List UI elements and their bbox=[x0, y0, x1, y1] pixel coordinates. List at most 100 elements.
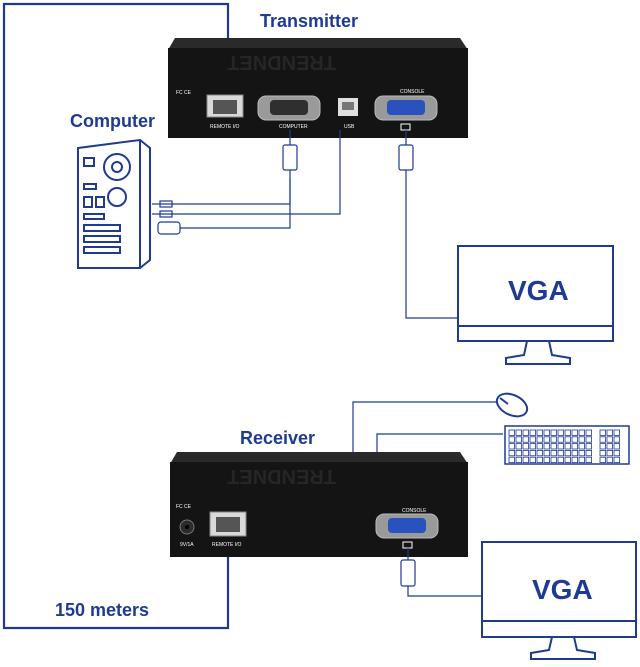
transmitter-usb-label: USB bbox=[344, 124, 355, 130]
keyboard-key bbox=[515, 456, 522, 464]
keyboard-key bbox=[557, 429, 564, 436]
keyboard-key bbox=[599, 443, 606, 450]
keyboard-key bbox=[578, 456, 585, 464]
keyboard-key bbox=[508, 429, 515, 436]
keyboard-key bbox=[543, 443, 550, 450]
keyboard-key bbox=[564, 443, 571, 450]
keyboard-key bbox=[613, 436, 620, 443]
keyboard-key bbox=[550, 443, 557, 450]
keyboard-key bbox=[515, 449, 522, 457]
keyboard-key bbox=[557, 443, 564, 450]
keyboard-key bbox=[578, 436, 585, 443]
brand-emboss-bottom: TRENDNET bbox=[227, 465, 336, 487]
keyboard-key bbox=[571, 429, 578, 436]
keyboard-key bbox=[536, 436, 543, 443]
keyboard-key bbox=[522, 449, 529, 457]
keyboard-key bbox=[571, 449, 578, 457]
cat-cable-150m bbox=[2, 2, 230, 630]
receiver-remote-io-label: REMOTE I/O bbox=[212, 542, 242, 548]
keyboard-key bbox=[571, 436, 578, 443]
keyboard-key bbox=[508, 456, 515, 464]
brand-emboss-top: TRENDNET bbox=[227, 51, 336, 73]
keyboard-key bbox=[543, 449, 550, 457]
keyboard-key bbox=[599, 449, 606, 457]
keyboard-key bbox=[543, 456, 550, 464]
keyboard-key bbox=[585, 429, 592, 436]
keyboard-key bbox=[585, 436, 592, 443]
keyboard-key bbox=[550, 449, 557, 457]
keyboard-key bbox=[536, 443, 543, 450]
receiver-fcce: FC CE bbox=[176, 504, 192, 510]
distance-label: 150 meters bbox=[55, 600, 149, 620]
keyboard-key bbox=[536, 456, 543, 464]
keyboard-key bbox=[557, 456, 564, 464]
receiver-console-label: CONSOLE bbox=[402, 508, 427, 514]
keyboard-key bbox=[578, 449, 585, 457]
keyboard-icon bbox=[504, 425, 630, 465]
computer-cables bbox=[160, 130, 341, 229]
keyboard-key bbox=[564, 449, 571, 457]
keyboard-key bbox=[599, 456, 606, 464]
receiver-label: Receiver bbox=[240, 428, 315, 448]
keyboard-key bbox=[571, 456, 578, 464]
keyboard-key bbox=[522, 429, 529, 436]
keyboard-key bbox=[508, 449, 515, 457]
keyboard-key bbox=[564, 456, 571, 464]
keyboard-key bbox=[613, 429, 620, 436]
keyboard-key bbox=[564, 429, 571, 436]
transmitter-computer-label: COMPUTER bbox=[279, 124, 308, 130]
vga-plug-transmitter bbox=[282, 130, 298, 178]
keyboard-key bbox=[599, 429, 606, 436]
keyboard-key bbox=[508, 443, 515, 450]
keyboard-key bbox=[578, 429, 585, 436]
keyboard-key bbox=[529, 456, 536, 464]
vga-plug-computer-side bbox=[157, 221, 181, 235]
receiver-power-label: 9V/1A bbox=[180, 542, 194, 548]
keyboard-key bbox=[536, 429, 543, 436]
keyboard-key bbox=[550, 456, 557, 464]
computer-tower-icon bbox=[77, 138, 151, 269]
transmitter-unit: TRENDNET FC CE REMOTE I/O COMPUTER USB C… bbox=[168, 38, 468, 138]
keyboard-key bbox=[606, 429, 613, 436]
keyboard-key bbox=[606, 456, 613, 464]
keyboard-key bbox=[606, 449, 613, 457]
keyboard-key bbox=[529, 436, 536, 443]
keyboard-key bbox=[522, 443, 529, 450]
transmitter-remote-io-label: REMOTE I/O bbox=[210, 124, 240, 130]
keyboard-key bbox=[613, 443, 620, 450]
keyboard-key bbox=[515, 443, 522, 450]
transmitter-console-label: CONSOLE bbox=[400, 89, 425, 95]
vga-monitor-bottom bbox=[481, 541, 637, 660]
keyboard-key bbox=[522, 436, 529, 443]
keyboard-key bbox=[522, 456, 529, 464]
keyboard-key bbox=[508, 436, 515, 443]
keyboard-key bbox=[585, 456, 592, 464]
keyboard-key bbox=[613, 449, 620, 457]
keyboard-key bbox=[529, 449, 536, 457]
transmitter-label: Transmitter bbox=[260, 11, 358, 31]
keyboard-key bbox=[557, 449, 564, 457]
keyboard-key bbox=[578, 443, 585, 450]
keyboard-key bbox=[599, 436, 606, 443]
keyboard-key bbox=[515, 436, 522, 443]
keyboard-key bbox=[550, 429, 557, 436]
keyboard-key bbox=[557, 436, 564, 443]
keyboard-key bbox=[606, 436, 613, 443]
keyboard-key bbox=[515, 429, 522, 436]
keyboard-key bbox=[550, 436, 557, 443]
keyboard-key bbox=[536, 449, 543, 457]
mouse-icon bbox=[495, 392, 529, 418]
keyboard-key bbox=[585, 443, 592, 450]
keyboard-keys bbox=[508, 429, 620, 464]
keyboard-key bbox=[543, 429, 550, 436]
keyboard-key bbox=[529, 443, 536, 450]
transmitter-fcce: FC CE bbox=[176, 90, 192, 96]
keyboard-key bbox=[529, 429, 536, 436]
receiver-unit: TRENDNET FC CE 9V/1A REMOTE I/O CONSOLE bbox=[170, 452, 468, 557]
console-cable-bottom bbox=[400, 548, 482, 597]
vga-label-top: VGA bbox=[508, 275, 569, 306]
console-cable-top bbox=[398, 130, 458, 319]
vga-monitor-top bbox=[457, 245, 614, 365]
vga-label-bottom: VGA bbox=[532, 574, 593, 605]
